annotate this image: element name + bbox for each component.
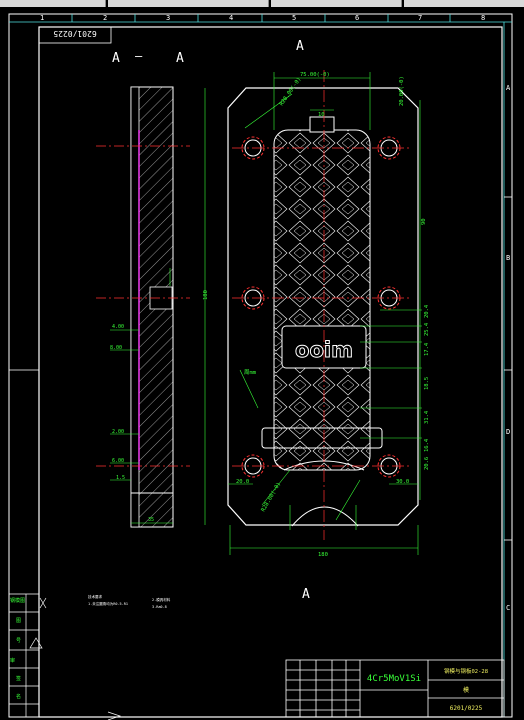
- dim-label: 2.00: [112, 429, 124, 435]
- dim-label: 6.00: [112, 458, 124, 464]
- drawing-number-rotated: 6201/0225: [53, 29, 97, 38]
- sidebar-table: [9, 593, 39, 717]
- dim-label: 18.5: [424, 377, 430, 390]
- note-line: 3.Ra0.8: [152, 605, 167, 609]
- dim-label: 10: [318, 112, 325, 118]
- col-number: 7: [418, 14, 422, 22]
- dim-label: 180: [318, 552, 328, 558]
- main-plate-view: ooim: [227, 87, 419, 527]
- dim-label: 4.00: [112, 324, 124, 330]
- row-letter: A: [506, 84, 511, 92]
- row-letter: C: [506, 604, 510, 612]
- dim-label: R28.00(-0): [261, 481, 283, 513]
- dim-label: 90: [421, 218, 427, 225]
- row-letter: D: [506, 428, 510, 436]
- dim-label: 180: [203, 290, 209, 300]
- row-letters: A B D C: [506, 84, 511, 612]
- title-type: 模: [463, 686, 469, 694]
- col-number: 4: [229, 14, 233, 22]
- col-number: 3: [166, 14, 170, 22]
- sidebar-label: 钢模图: [10, 597, 25, 604]
- window-tab[interactable]: [271, 0, 402, 7]
- title-block: [285, 659, 505, 718]
- dim-label: 16.4: [424, 438, 430, 452]
- dim-label: 17.4: [424, 342, 430, 356]
- column-ruler: [9, 14, 512, 717]
- sidebar-label: 图: [16, 618, 21, 624]
- title-part-name: 钢模与钢板02-28: [444, 667, 488, 675]
- window-tab[interactable]: [0, 0, 106, 7]
- section-view: [96, 86, 190, 528]
- inner-frame: [38, 26, 503, 718]
- dim-label: 25.4: [424, 322, 430, 336]
- note-line: 1.未注圆角均为R0.5-R1: [88, 601, 128, 606]
- note-line: 技术要求: [88, 594, 102, 599]
- section-label-right: A: [176, 51, 184, 66]
- dim-label: 35: [148, 517, 154, 523]
- window-tab[interactable]: [404, 0, 524, 7]
- dim-label: 20.0: [236, 479, 249, 485]
- row-letter: B: [506, 254, 510, 262]
- sidebar-label: 签: [16, 675, 21, 682]
- main-dimensions: [204, 72, 422, 555]
- sidebar-label: 审: [10, 657, 15, 664]
- sidebar-label: 名: [16, 693, 21, 700]
- note-line: 2.模具材料: [152, 597, 171, 602]
- window-tab[interactable]: [108, 0, 269, 7]
- view-label-top: A: [296, 39, 304, 54]
- sidebar-label: 号: [16, 638, 21, 644]
- view-label-bottom: A: [302, 587, 310, 602]
- dim-label: 1.5: [116, 475, 125, 481]
- section-dimensions: [110, 268, 173, 524]
- dim-label: 20.4: [424, 304, 430, 318]
- dim-label: 30.0: [396, 479, 409, 485]
- dim-label: 20.6: [424, 457, 430, 470]
- dim-label: R28.00(-0): [279, 77, 303, 108]
- col-number: 2: [103, 14, 107, 22]
- col-number: 1: [40, 14, 44, 22]
- column-numbers: 1 2 3 4 5 6 7 8: [40, 14, 485, 22]
- dim-label: 75.00(-0): [300, 72, 330, 78]
- outer-frame: [8, 13, 513, 718]
- centerlines: [232, 70, 410, 540]
- col-number: 8: [481, 14, 485, 22]
- drawing-number-box: [38, 26, 112, 44]
- side-note: 周mm: [244, 369, 257, 376]
- section-dash: —: [135, 49, 143, 63]
- title-number: 6201/0225: [450, 705, 483, 712]
- section-label-left: A: [112, 51, 120, 66]
- dim-label: 20.00(-0): [399, 76, 405, 106]
- dim-label: 8.00: [110, 345, 122, 351]
- col-number: 5: [292, 14, 296, 22]
- dim-label: 31.4: [424, 410, 430, 424]
- col-number: 6: [355, 14, 359, 22]
- title-material: 4Cr5MoV1Si: [367, 674, 421, 684]
